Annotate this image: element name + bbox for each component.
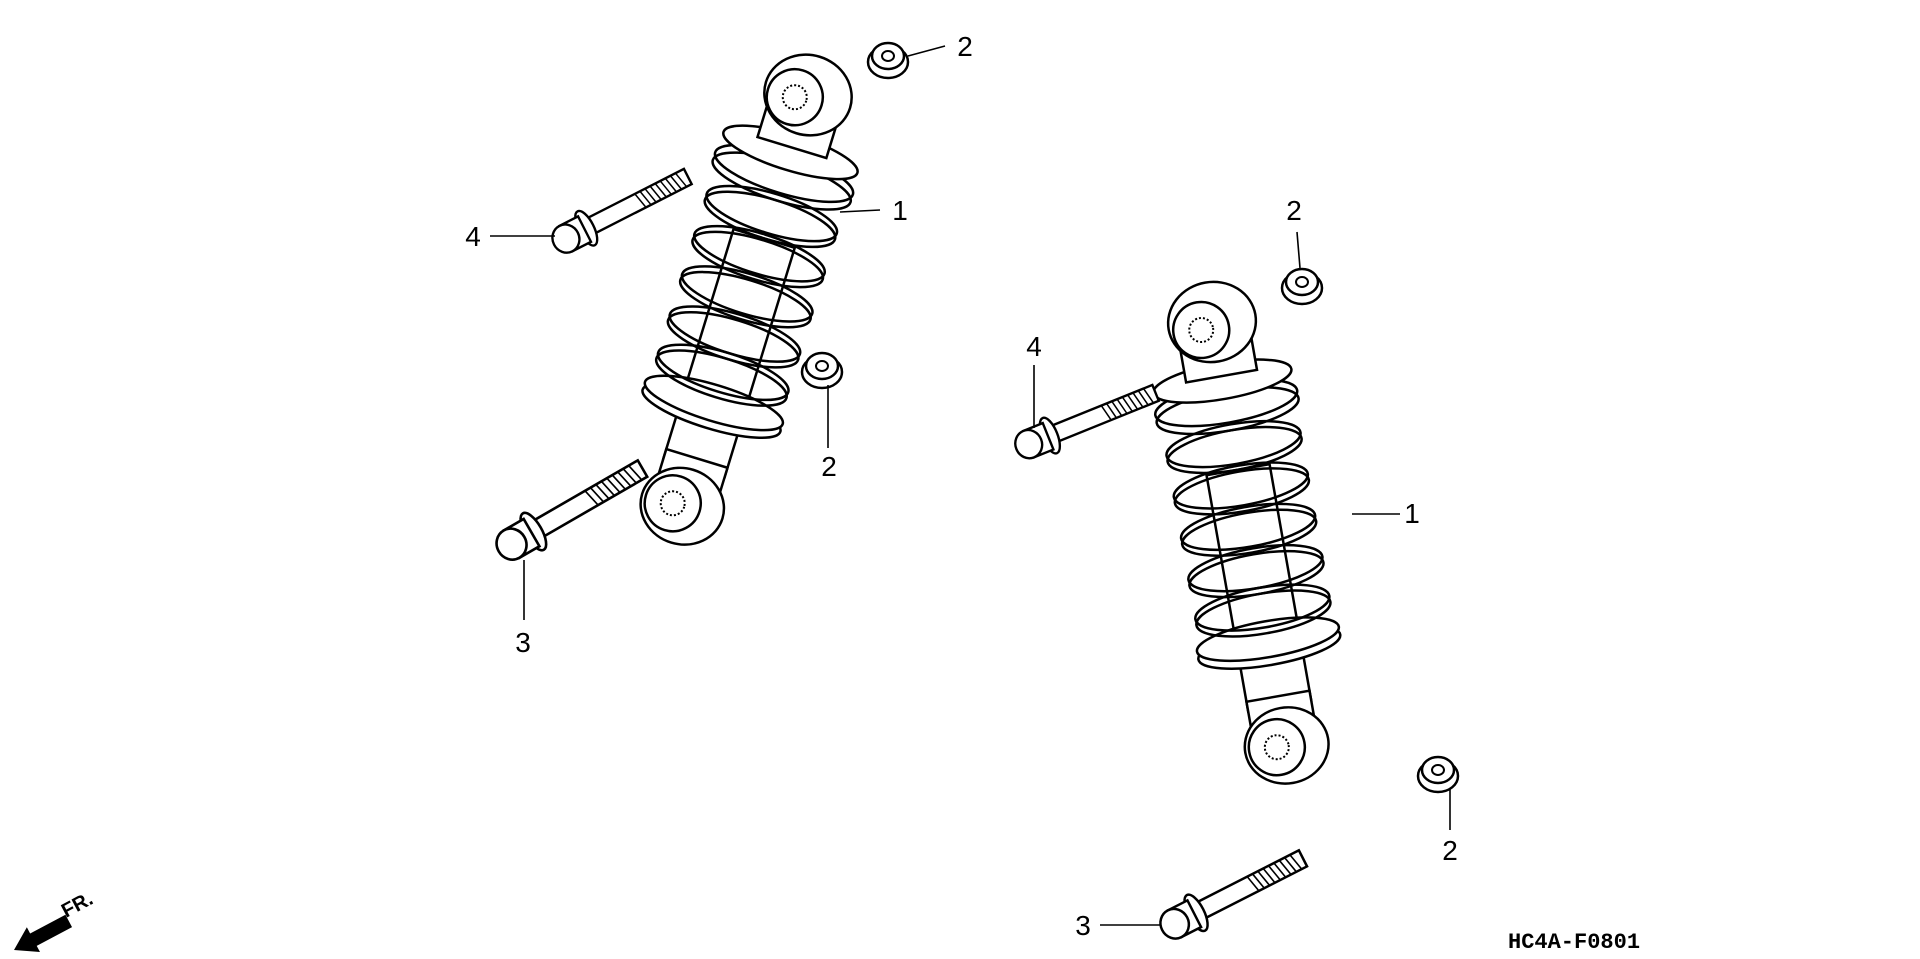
nut-mid-left [800,351,844,390]
leader-lines [490,45,1451,926]
nut-top-right [1280,267,1324,306]
bolt-upper-left [544,158,698,263]
callout-shock-left: 1 [892,195,908,226]
nut-top-left [866,41,910,80]
shock-absorber-left [601,34,890,565]
front-direction-arrow-icon [14,914,73,953]
nut-bottom-right [1416,755,1460,794]
bolt-lower-left [487,449,655,571]
callout-bolt-lower-right: 3 [1075,910,1091,941]
callout-nut-top-left: 2 [957,31,973,62]
diagram-code: HC4A-F0801 [1508,930,1640,955]
callout-shock-right: 1 [1404,498,1420,529]
callout-nut-mid-left: 2 [821,451,837,482]
bolt-lower-right [1151,839,1314,950]
shock-absorber-right [1132,268,1366,797]
callout-nut-top-right: 2 [1286,195,1302,226]
callout-bolt-upper-left: 4 [465,221,481,252]
callout-bolt-lower-left: 3 [515,627,531,658]
callout-nut-bottom-right: 2 [1442,835,1458,866]
bolt-upper-right [1008,374,1164,468]
callout-bolt-upper-right: 4 [1026,331,1042,362]
